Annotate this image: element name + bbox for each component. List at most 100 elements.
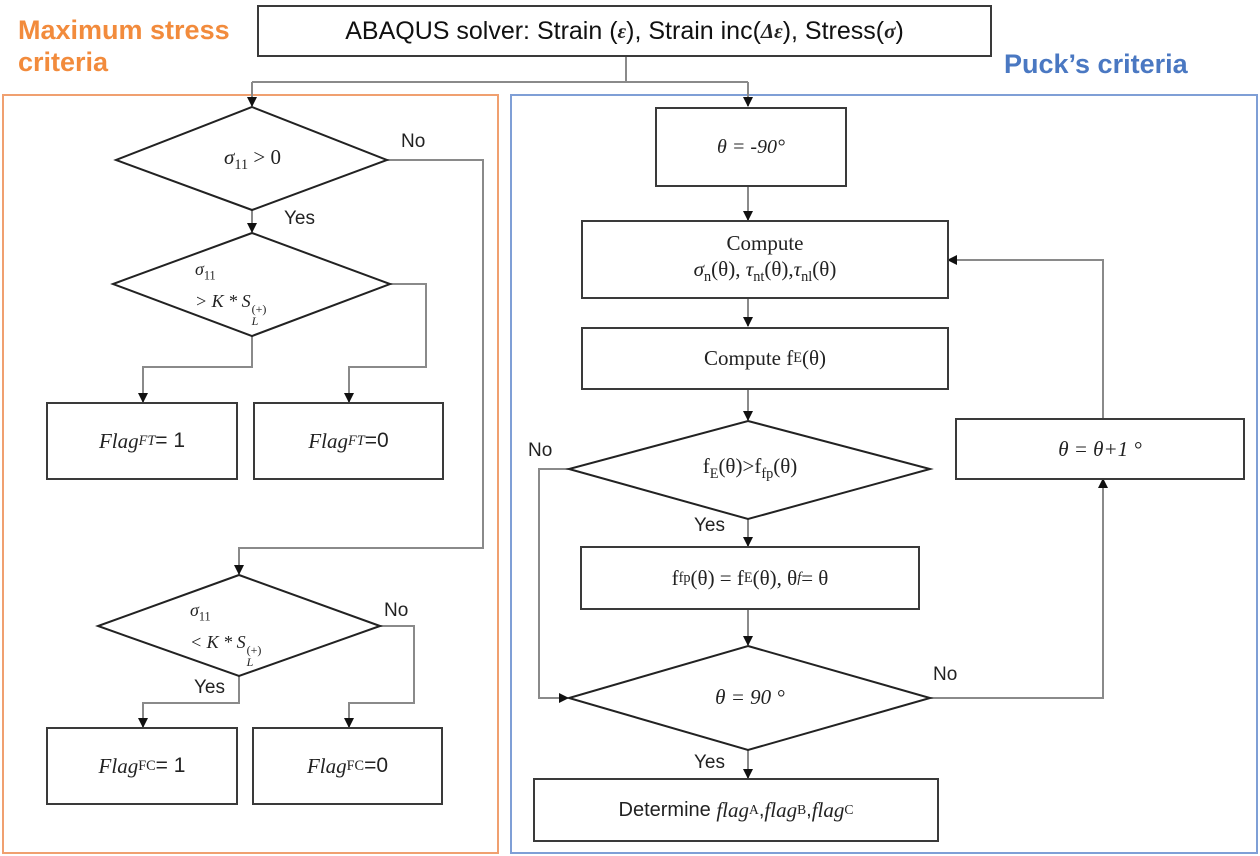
flag-a: flag	[716, 797, 750, 822]
theta-arg: (θ)	[764, 256, 789, 281]
compute-label: Compute	[726, 230, 804, 255]
stress-components: σn(θ), τnt(θ),τnl(θ)	[693, 256, 837, 285]
sup-plus: (+)	[246, 643, 262, 658]
sub-fp: fp	[678, 569, 691, 586]
right-decision-2-text: θ = 90 °	[660, 685, 840, 710]
left-decision-1	[113, 105, 390, 212]
header-prefix: ABAQUS solver: Strain (	[345, 16, 618, 45]
theta-arg: (θ)	[773, 454, 798, 478]
left-decision-2-text: σ11 > K * S(+)L	[195, 258, 266, 327]
right-no-label-1: No	[528, 440, 553, 461]
delta-epsilon-symbol: Δε	[760, 18, 783, 43]
flag-name: Flag	[308, 428, 349, 453]
flag-c: flag	[811, 797, 845, 822]
connector-increment-loop	[947, 255, 1104, 418]
flag-value: =0	[364, 754, 389, 777]
sup-plus: (+)	[251, 302, 267, 317]
sub-fp: fp	[761, 465, 774, 482]
flag-name: Flag	[98, 428, 139, 453]
theta-increment-box: θ = θ+1 °	[955, 418, 1245, 480]
sigma: σ	[224, 145, 235, 169]
f: f	[671, 565, 679, 590]
max-stress-panel	[2, 94, 499, 854]
max-stress-title-text: Maximum stress criteria	[18, 15, 230, 77]
left-decision-1-text: σ11 > 0	[170, 145, 335, 174]
sub-nt: nt	[753, 268, 765, 285]
right-no-label-2: No	[933, 664, 958, 685]
sep: ,	[758, 798, 765, 821]
tau: τ	[745, 256, 754, 281]
lt-k-s: < K * S	[190, 632, 246, 653]
header-mid1: ), Strain inc(	[626, 16, 761, 45]
sub-11: 11	[198, 609, 211, 624]
theta-part: (θ), θ	[752, 565, 798, 590]
left-yes-label-1: Yes	[284, 208, 315, 229]
sigma: σ	[693, 256, 705, 281]
left-decision-3	[95, 573, 383, 678]
tau: τ	[793, 256, 802, 281]
right-decision-1	[565, 419, 934, 521]
sub-nl: nl	[801, 268, 813, 285]
right-yes-label-2: Yes	[694, 752, 725, 773]
sub-l: L	[251, 314, 259, 329]
theta-init-text: θ = -90°	[717, 135, 785, 158]
flag-b: flag	[764, 797, 798, 822]
connector-d2-yes	[138, 336, 253, 403]
puck-title: Puck’s criteria	[1004, 49, 1188, 79]
left-decision-3-text: σ11 < K * S(+)L	[190, 599, 261, 668]
epsilon-symbol: ε	[617, 18, 627, 43]
sub-e: E	[743, 569, 753, 586]
flag-name: Flag	[306, 753, 347, 778]
sub-11: 11	[203, 268, 216, 283]
flag-sub: FT	[138, 432, 156, 449]
sub-l: L	[246, 655, 254, 670]
theta-init-box: θ = -90°	[655, 107, 847, 187]
theta-90-text: θ = 90 °	[715, 685, 785, 709]
connector-d1-no	[234, 159, 484, 575]
right-yes-label-1: Yes	[694, 515, 725, 536]
connector-rd1-no	[538, 468, 569, 703]
sigma: σ	[190, 600, 199, 620]
gt-zero: > 0	[248, 145, 281, 169]
sub-e: E	[793, 350, 802, 366]
connector-d2-no	[344, 283, 427, 403]
theta-arg: (θ)	[801, 346, 826, 370]
determine-label: Determine	[618, 798, 711, 821]
compute-fe-prefix: Compute f	[703, 346, 794, 370]
eq-f: (θ) = f	[690, 565, 744, 590]
theta-increment-text: θ = θ+1 °	[1058, 436, 1142, 461]
sub-a: A	[749, 802, 759, 817]
sub-11: 11	[234, 156, 249, 173]
flag-sub: FT	[348, 432, 365, 449]
right-decision-2	[565, 644, 934, 752]
flag-value: =0	[364, 429, 389, 452]
sub-f: f	[797, 569, 802, 586]
header-mid2: ), Stress(	[782, 16, 885, 45]
abaqus-solver-box: ABAQUS solver: Strain (ε), Strain inc(Δε…	[257, 5, 992, 57]
right-decision-1-text: fE(θ)>ffp(θ)	[620, 454, 880, 483]
gt-f: (θ)>f	[718, 454, 762, 478]
sigma-symbol: σ	[884, 18, 896, 43]
sigma: σ	[195, 259, 204, 279]
header-suffix: )	[895, 16, 904, 45]
eq-theta: = θ	[801, 565, 829, 590]
sub-e: E	[709, 465, 719, 482]
connector-d3-no	[344, 625, 415, 728]
left-no-label-3: No	[384, 600, 409, 621]
theta-arg: (θ)	[812, 256, 837, 281]
puck-panel	[510, 94, 1258, 854]
theta-arg: (θ)	[711, 256, 736, 281]
flag-sub: FC	[346, 757, 365, 774]
flag-value: = 1	[155, 754, 186, 777]
gt-k-s: > K * S	[195, 291, 251, 312]
compute-stresses-box: Compute σn(θ), τnt(θ),τnl(θ)	[581, 220, 949, 299]
connector-rd2-no	[930, 478, 1108, 699]
